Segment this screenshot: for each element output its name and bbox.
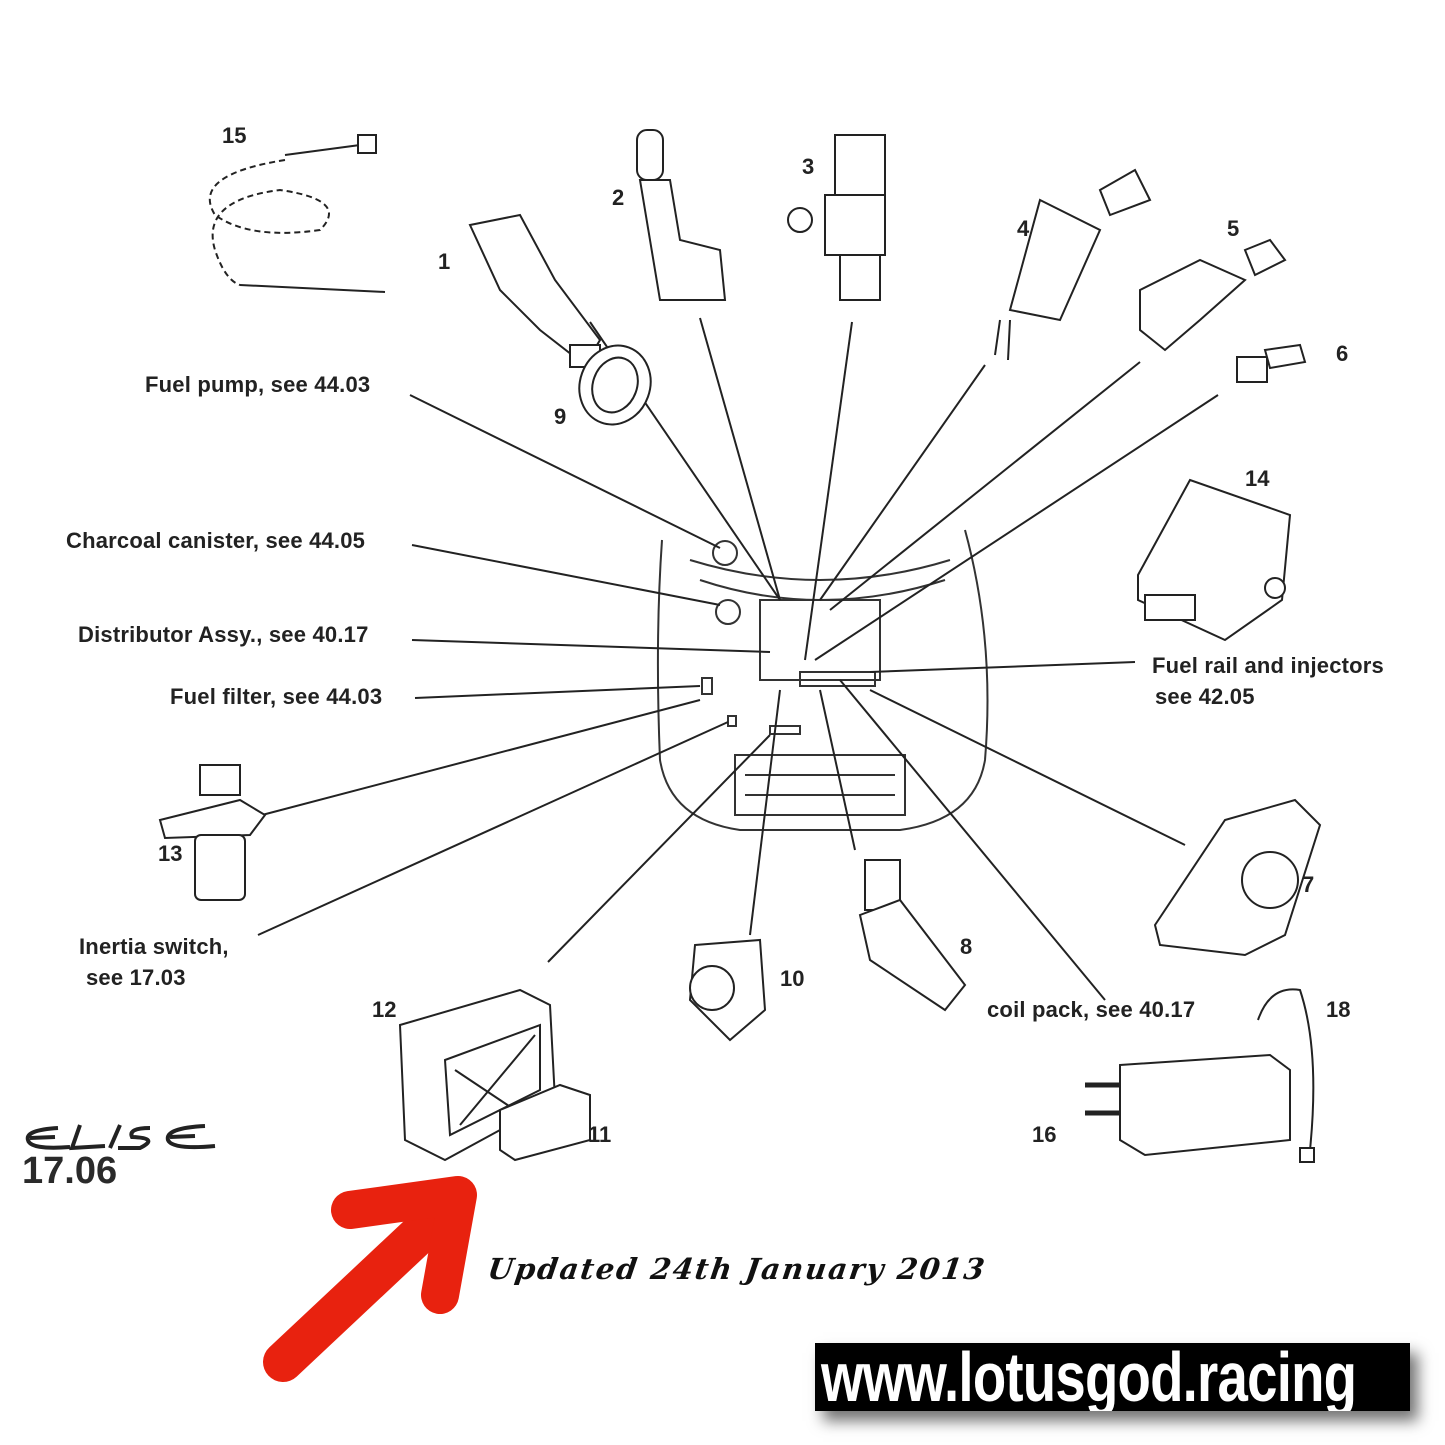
part-16-module	[1085, 1053, 1291, 1157]
part-number: 7	[1302, 872, 1315, 897]
callout-inertia-switch: Inertia switch,	[79, 934, 229, 959]
updated-note: Updated 24th January 2013	[485, 1252, 989, 1286]
part-18-cable-tie	[1257, 988, 1315, 1163]
car-outline	[656, 529, 989, 831]
watermark: www.lotusgod.racing	[815, 1343, 1410, 1411]
part-1-sensor	[468, 213, 602, 368]
callout-fuel-rail-ref: see 42.05	[1155, 684, 1255, 709]
part-number: 16	[1032, 1122, 1057, 1147]
part-number: 4	[1017, 216, 1030, 241]
part-4-lambda-sensor	[994, 168, 1152, 361]
part-15-sensor-lead	[209, 134, 386, 293]
callout-inertia-ref: see 17.03	[86, 965, 186, 990]
callout-distributor: Distributor Assy., see 40.17	[78, 622, 369, 647]
part-2-sensor	[636, 129, 727, 301]
part-9-washer	[578, 344, 652, 426]
part-number: 1	[438, 249, 451, 274]
section-number: 17.06	[22, 1150, 118, 1192]
part-13-sensor	[158, 764, 267, 901]
part-3-sensor	[787, 134, 886, 301]
callout-fuel-pump: Fuel pump, see 44.03	[145, 372, 371, 397]
part-number: 12	[372, 997, 397, 1022]
elise-logo	[25, 1124, 216, 1151]
part-number: 13	[158, 841, 183, 866]
part-number: 3	[802, 154, 815, 179]
callout-fuel-rail: Fuel rail and injectors	[1152, 653, 1384, 678]
part-number: 10	[780, 966, 805, 991]
part-11-relay	[499, 1083, 591, 1162]
part-number: 8	[960, 934, 973, 959]
part-6-sensor	[1236, 343, 1307, 383]
part-10-throttle-sensor	[688, 938, 767, 1042]
part-5-sensor	[1139, 238, 1287, 352]
part-number: 11	[588, 1122, 612, 1147]
part-number: 18	[1326, 997, 1351, 1022]
leader-lines	[257, 317, 1219, 1001]
red-arrow	[263, 1176, 477, 1382]
part-number: 14	[1245, 466, 1270, 491]
part-7-sensor	[1153, 798, 1322, 957]
part-number: 15	[222, 123, 247, 148]
callout-coil-pack: coil pack, see 40.17	[987, 997, 1196, 1022]
part-number: 6	[1336, 341, 1349, 366]
callout-fuel-filter: Fuel filter, see 44.03	[170, 684, 383, 709]
part-number: 2	[612, 185, 625, 210]
callout-charcoal-canister: Charcoal canister, see 44.05	[66, 528, 366, 553]
part-number: 9	[554, 404, 567, 429]
part-14-module	[1137, 478, 1292, 642]
part-8-sensor	[858, 859, 967, 1012]
part-number: 5	[1227, 216, 1240, 241]
watermark-text: www.lotusgod.racing	[821, 1343, 1357, 1411]
